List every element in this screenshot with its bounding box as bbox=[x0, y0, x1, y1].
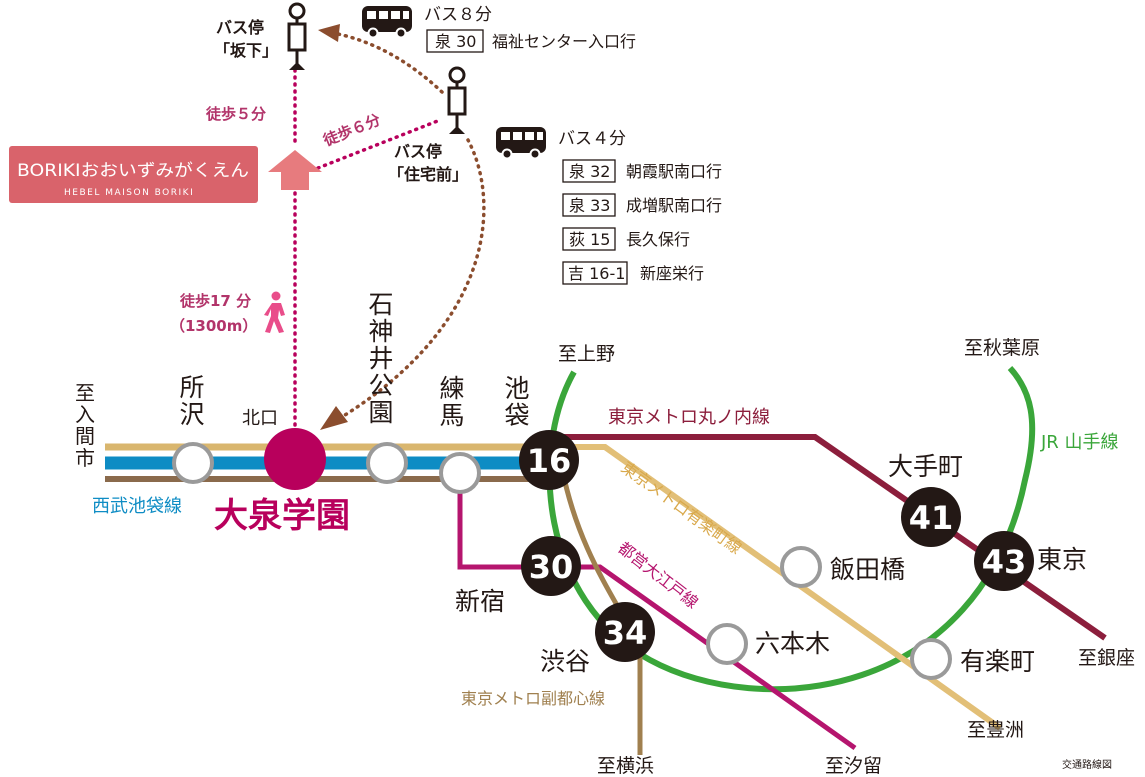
minutes-badge-shibuya bbox=[595, 602, 655, 662]
bus-stop-pole-icon bbox=[287, 2, 307, 70]
station-marker-yurakucho bbox=[910, 638, 952, 680]
line-name-yurakucho: 東京メトロ有楽町線 bbox=[618, 458, 746, 558]
station-name-iidabashi: 飯田橋 bbox=[830, 555, 905, 584]
walk-17-distance: （1300m） bbox=[170, 317, 257, 335]
station-name-ikebukuro: 池袋 bbox=[504, 374, 529, 430]
line-name-oedo: 都営大江戸線 bbox=[615, 538, 702, 612]
station-name-kitaguchi: 北口 bbox=[242, 408, 278, 429]
direction-iruma: 至入間市 bbox=[75, 381, 95, 470]
minutes-ikebukuro: 16 bbox=[527, 442, 572, 480]
bus-stop-jutakumae-label2: 「住宅前」 bbox=[388, 165, 468, 184]
direction-toyosu: 至豊洲 bbox=[967, 719, 1024, 741]
line-name-yamanote: JR 山手線 bbox=[1040, 432, 1119, 453]
minutes-tokyo: 43 bbox=[982, 543, 1027, 581]
route-destination: 新座栄行 bbox=[640, 264, 704, 283]
direction-yokohama: 至横浜 bbox=[597, 755, 654, 777]
route-code: 泉 32 bbox=[569, 162, 610, 181]
bus-stop-jutakumae-label1: バス停 bbox=[394, 142, 442, 161]
walking-person-icon bbox=[264, 291, 285, 333]
bus-route-8min bbox=[336, 32, 444, 94]
station-marker-iidabashi bbox=[780, 546, 822, 588]
footer-note: 交通路線図 bbox=[1062, 758, 1112, 771]
bus-stop-sakashita-label2: 「坂下」 bbox=[214, 41, 278, 60]
boriki-title: BORIKIおおいずみがくえん bbox=[17, 161, 249, 181]
route-destination: 朝霞駅南口行 bbox=[626, 162, 722, 181]
yamanote-line bbox=[546, 365, 1036, 693]
station-marker-shakujii bbox=[366, 442, 408, 484]
station-marker-ooizumi bbox=[264, 428, 326, 490]
bus-stop-sakashita-label1: バス停 bbox=[216, 18, 264, 37]
station-name-roppongi: 六本木 bbox=[755, 629, 830, 658]
route-code: 泉 30 bbox=[435, 32, 476, 51]
route-badge bbox=[426, 29, 484, 53]
station-name-nerima: 練馬 bbox=[439, 374, 464, 430]
route-badge bbox=[562, 227, 616, 251]
walk-5-label: 徒歩５分 bbox=[205, 105, 266, 123]
direction-ginza: 至銀座 bbox=[1078, 647, 1135, 669]
station-name-otemachi: 大手町 bbox=[888, 452, 963, 481]
minutes-shibuya: 34 bbox=[603, 614, 648, 652]
direction-ueno: 至上野 bbox=[558, 343, 615, 365]
boriki-box bbox=[9, 146, 258, 203]
station-name-yurakucho: 有楽町 bbox=[960, 647, 1035, 676]
line-name-fukutoshin: 東京メトロ副都心線 bbox=[461, 689, 605, 708]
minutes-badge-ikebukuro bbox=[519, 430, 579, 490]
station-name-shibuya: 渋谷 bbox=[540, 647, 590, 676]
bus-mid-time: バス４分 bbox=[558, 129, 626, 149]
boriki-subtitle: HEBEL MAISON BORIKI bbox=[64, 188, 194, 198]
route-badge bbox=[562, 193, 616, 217]
route-code: 荻 15 bbox=[569, 230, 610, 249]
route-destination: 福祉センター入口行 bbox=[492, 32, 636, 51]
station-name-ooizumi: 大泉学園 bbox=[214, 496, 350, 536]
minutes-badge-otemachi bbox=[901, 487, 961, 547]
route-destination: 成増駅南口行 bbox=[626, 196, 722, 215]
route-badge bbox=[562, 261, 628, 285]
minutes-badge-shinjuku bbox=[521, 536, 581, 596]
direction-shiodome: 至汐留 bbox=[825, 755, 882, 777]
route-code: 泉 33 bbox=[569, 196, 610, 215]
bus-icon bbox=[362, 6, 412, 39]
bus-stop-pole-icon bbox=[447, 66, 467, 134]
minutes-shinjuku: 30 bbox=[529, 548, 574, 586]
bus-top-time: バス８分 bbox=[424, 5, 492, 25]
station-name-tokyo: 東京 bbox=[1037, 545, 1087, 574]
walk-6-label: 徒歩６分 bbox=[320, 111, 383, 151]
direction-akihabara: 至秋葉原 bbox=[964, 337, 1040, 359]
route-code: 吉 16-1 bbox=[568, 264, 625, 283]
minutes-badge-tokyo bbox=[974, 531, 1034, 591]
station-name-shakujii: 石神井公園 bbox=[368, 290, 393, 427]
bus-arrow-top bbox=[318, 24, 340, 42]
station-name-tokorozawa: 所沢 bbox=[179, 373, 204, 429]
route-destination: 長久保行 bbox=[626, 230, 690, 249]
line-name-marunouchi: 東京メトロ丸ノ内線 bbox=[608, 407, 770, 428]
minutes-otemachi: 41 bbox=[909, 499, 954, 537]
station-marker-roppongi bbox=[706, 623, 748, 665]
bus-icon bbox=[496, 127, 546, 160]
bus-route-4min bbox=[343, 138, 486, 417]
station-marker-nerima bbox=[439, 452, 481, 494]
route-badge bbox=[562, 159, 616, 183]
walk-17-label: 徒歩17 分 bbox=[179, 292, 251, 310]
walk-route-6min bbox=[316, 118, 442, 170]
up-arrow-icon bbox=[268, 150, 322, 190]
station-name-shinjuku: 新宿 bbox=[455, 587, 505, 616]
station-marker-tokorozawa bbox=[172, 442, 214, 484]
line-name-seibu: 西武池袋線 bbox=[92, 496, 182, 517]
bus-arrow-bottom bbox=[320, 406, 348, 430]
